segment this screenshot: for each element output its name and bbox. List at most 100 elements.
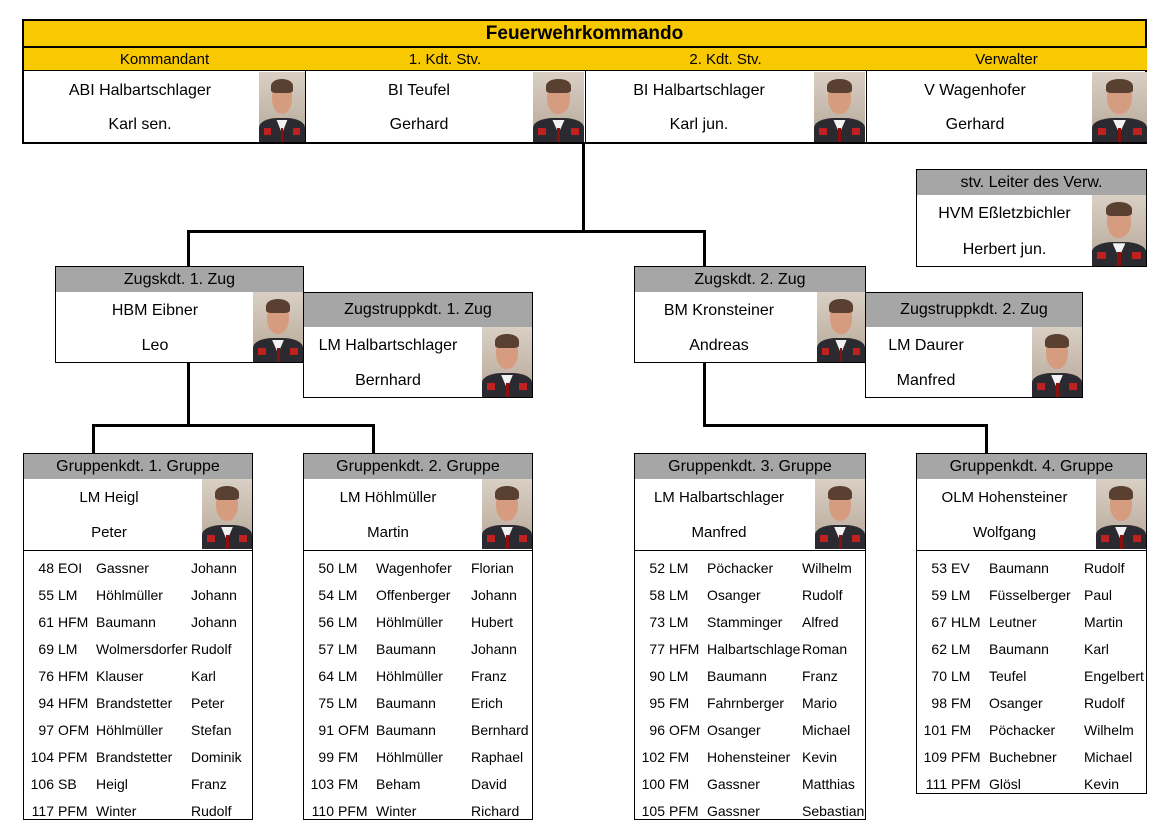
member-last-name: Halbartschlage — [707, 640, 801, 657]
member-last-name: Gassner — [707, 802, 760, 819]
member-first-name: David — [471, 775, 507, 792]
box-first-name: Bernhard — [355, 372, 421, 389]
member-first-name: Wilhelm — [802, 559, 852, 576]
member-rank: PFM — [951, 748, 981, 765]
member-rank: PFM — [58, 802, 88, 819]
connector-group4-down — [985, 424, 988, 454]
portrait-icon — [1092, 72, 1147, 142]
member-last-name: Offenberger — [376, 586, 451, 603]
member-rank: FM — [669, 694, 690, 711]
member-last-name: Teufel — [989, 667, 1027, 684]
member-rank: PFM — [58, 748, 88, 765]
box-name: LM Heigl — [79, 489, 139, 506]
box-role: Gruppenkdt. 3. Gruppe — [635, 454, 865, 479]
member-rank: LM — [338, 667, 358, 684]
leader-first-name: Karl sen. — [108, 116, 172, 133]
member-number: 62 — [931, 640, 947, 657]
member-rank: LM — [58, 640, 78, 657]
box-role: Gruppenkdt. 1. Gruppe — [24, 454, 252, 479]
member-number: 90 — [649, 667, 665, 684]
member-rank: LM — [951, 586, 971, 603]
member-rank: FM — [669, 748, 690, 765]
member-rank: LM — [338, 613, 358, 630]
member-number: 59 — [931, 586, 947, 603]
member-rank: OFM — [338, 721, 370, 738]
leader-commander: Kommandant ABI Halbartschlager Karl sen. — [24, 48, 306, 142]
member-rank: EOI — [58, 559, 83, 576]
member-rank: HFM — [58, 667, 89, 684]
member-last-name: Fahrnberger — [707, 694, 785, 711]
member-first-name: Franz — [191, 775, 227, 792]
member-number: 64 — [318, 667, 334, 684]
box-name: BM Kronsteiner — [663, 302, 775, 319]
member-number: 76 — [38, 667, 54, 684]
member-rank: LM — [58, 586, 78, 603]
org-chart-title: Feuerwehrkommando — [22, 19, 1147, 48]
portrait-icon — [482, 327, 532, 397]
box-first-name: Manfred — [896, 372, 956, 389]
member-last-name: Höhlmüller — [96, 721, 163, 738]
connector-main-vertical — [582, 144, 585, 232]
group-3-box: Gruppenkdt. 3. Gruppe LM Halbartschlager… — [634, 453, 866, 820]
group-2-box: Gruppenkdt. 2. Gruppe LM Höhlmüller Mart… — [303, 453, 533, 820]
member-first-name: Johann — [471, 640, 517, 657]
box-first-name: Wolfgang — [972, 524, 1037, 541]
member-number: 97 — [38, 721, 54, 738]
member-number: 105 — [641, 802, 665, 819]
member-number: 117 — [31, 802, 54, 819]
member-last-name: Osanger — [707, 586, 761, 603]
member-first-name: Sebastian — [802, 802, 865, 819]
member-number: 56 — [318, 613, 334, 630]
member-first-name: Rudolf — [191, 802, 232, 819]
connector-zug2-groups-vertical — [703, 362, 706, 426]
member-last-name: Pöchacker — [989, 721, 1056, 738]
box-first-name: Andreas — [689, 337, 749, 354]
member-last-name: Heigl — [96, 775, 128, 792]
member-last-name: Osanger — [707, 721, 761, 738]
member-last-name: Baumann — [376, 694, 436, 711]
member-number: 55 — [38, 586, 54, 603]
member-last-name: Pöchacker — [707, 559, 774, 576]
member-last-name: Klauser — [96, 667, 144, 684]
leader-role: Verwalter — [866, 48, 1147, 71]
leader-deputy-2: 2. Kdt. Stv. BI Halbartschlager Karl jun… — [585, 48, 867, 142]
member-first-name: Kevin — [1084, 775, 1120, 792]
member-last-name: Hohensteiner — [707, 748, 791, 765]
member-number: 58 — [649, 586, 665, 603]
box-name: HBM Eibner — [111, 302, 199, 319]
member-last-name: Baumann — [376, 721, 436, 738]
member-number: 61 — [38, 613, 54, 630]
member-last-name: Buchebner — [989, 748, 1057, 765]
member-first-name: Martin — [1084, 613, 1123, 630]
member-rank: PFM — [951, 775, 981, 792]
connector-zug2-groups-horizontal — [703, 424, 988, 427]
portrait-icon — [1092, 195, 1146, 266]
member-rank: LM — [669, 667, 689, 684]
box-role: Gruppenkdt. 4. Gruppe — [917, 454, 1146, 479]
member-number: 54 — [318, 586, 334, 603]
box-name: LM Halbartschlager — [318, 337, 458, 354]
member-last-name: Baumann — [96, 613, 156, 630]
member-number: 96 — [649, 721, 665, 738]
connector-zug1-down — [187, 230, 190, 267]
member-rank: LM — [669, 559, 689, 576]
box-first-name: Manfred — [691, 524, 747, 541]
member-first-name: Peter — [191, 694, 225, 711]
member-last-name: Winter — [376, 802, 417, 819]
